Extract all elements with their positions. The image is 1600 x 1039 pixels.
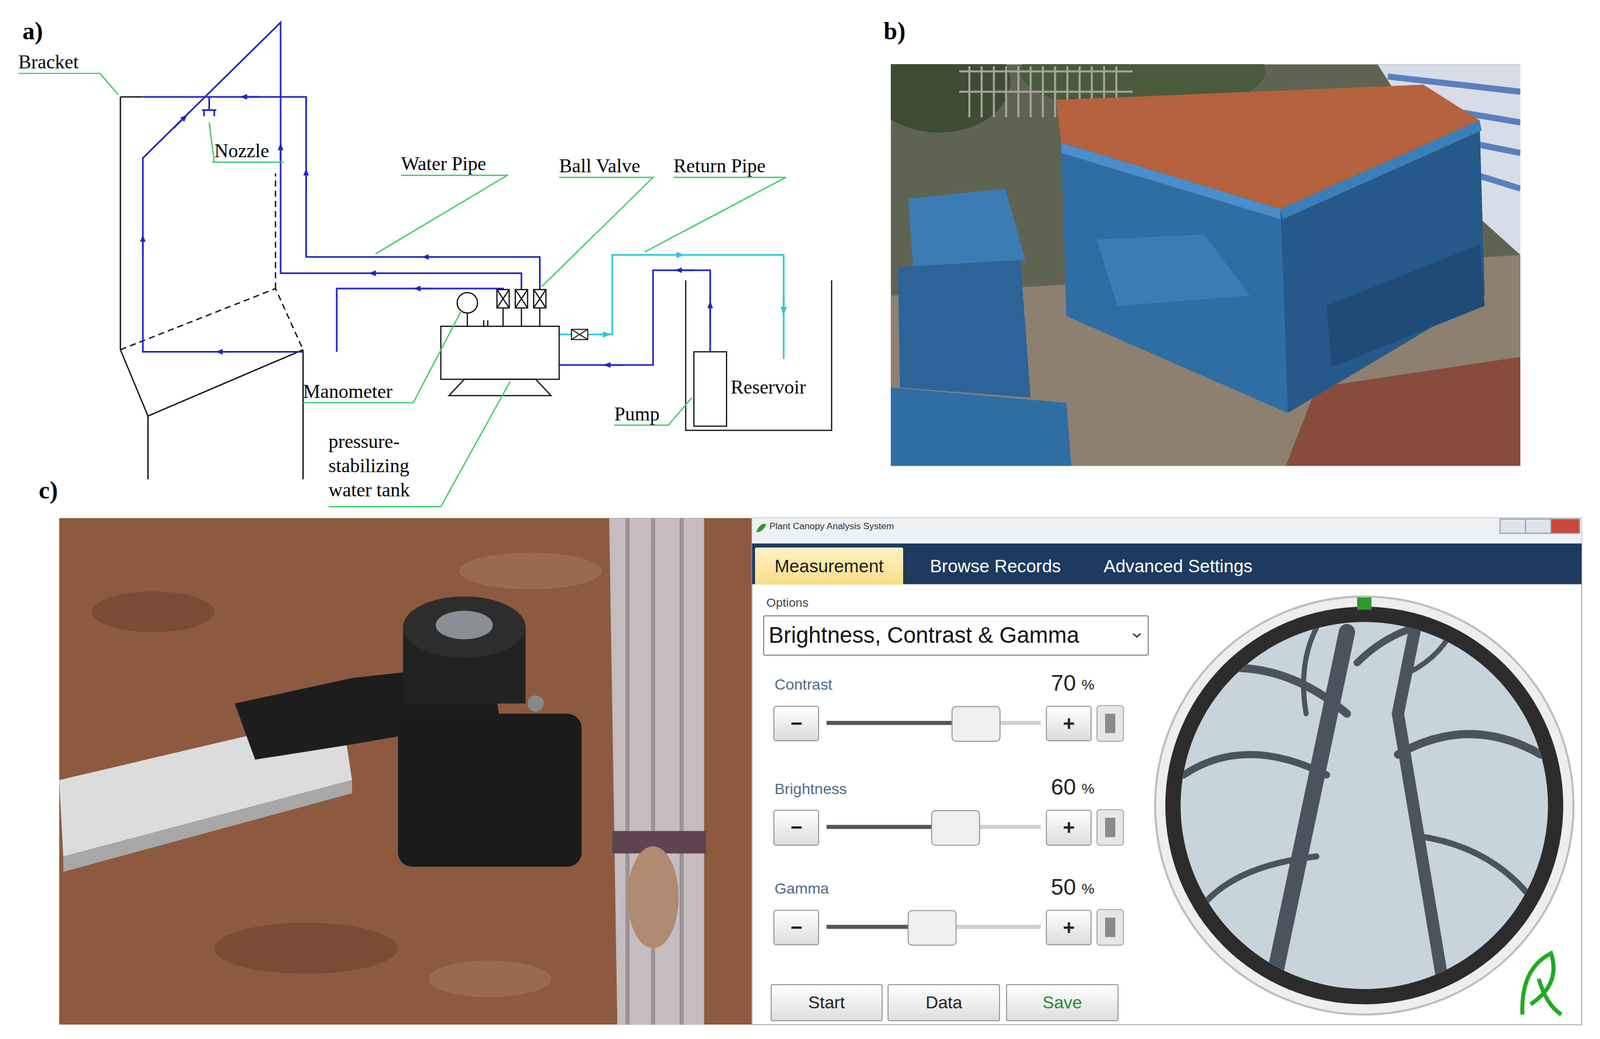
node-text: +: [1063, 916, 1075, 940]
slider-name: Brightness: [774, 780, 847, 798]
unit-sign: %: [1081, 676, 1095, 694]
slider-value: 50: [1051, 874, 1077, 900]
part-label: Water Pipe: [401, 152, 487, 175]
unit-sign: %: [1081, 780, 1095, 798]
panel-letter: a): [22, 16, 44, 47]
field-caption: Options: [766, 595, 809, 611]
node-text: Save: [1042, 993, 1082, 1013]
camera-photo: [59, 518, 753, 1025]
slider-value: 50: [1051, 873, 1077, 902]
slider-value: 60: [1051, 773, 1077, 802]
plus-button: +: [1045, 809, 1092, 846]
panel-letter: a): [22, 17, 44, 45]
node-text: −: [790, 712, 803, 736]
part-label: Pump: [614, 403, 660, 425]
app-window: [751, 518, 1582, 1025]
minus-button: −: [773, 910, 820, 946]
sliders: [826, 706, 1124, 946]
tank-and-valves: [441, 289, 560, 396]
part-label: Return Pipe: [673, 154, 766, 179]
part-label: Water Pipe: [401, 151, 487, 177]
part-label: Nozzle: [214, 140, 270, 162]
selected-tab: Measurement: [755, 547, 904, 585]
node-text: +: [1063, 816, 1075, 840]
plus-button: +: [1045, 706, 1092, 742]
slider-name: Brightness: [774, 779, 847, 800]
node-text: Data: [925, 993, 963, 1013]
unit-sign: %: [1081, 676, 1095, 695]
part-label: Bracket: [18, 50, 79, 75]
dropdown-box: Brightness, Contrast & Gamma: [763, 615, 1149, 657]
slider-value: 70: [1051, 669, 1077, 698]
action-button: Data: [887, 984, 1000, 1022]
slider-value: 70: [1051, 670, 1077, 696]
app-window: Plant Canopy Analysis SystemMeasurementB…: [751, 518, 1582, 1026]
part-label: Pump: [614, 402, 660, 427]
field-caption: Options: [766, 595, 809, 610]
node-text: Measurement: [774, 556, 884, 577]
plus-button: +: [1045, 910, 1092, 946]
water-pipes: [142, 22, 710, 366]
soil-bin-photo: [890, 64, 1521, 466]
panel-letter: c): [38, 476, 58, 505]
part-label: pressure-stabilizing water tank: [328, 429, 446, 503]
action-button: Save: [1005, 984, 1119, 1022]
part-label: Nozzle: [214, 138, 270, 164]
panel-letter: b): [883, 17, 906, 45]
menu-tab: Browse Records: [911, 547, 1080, 585]
menu-tab: Advanced Settings: [1083, 547, 1273, 585]
app-logo: [1522, 953, 1562, 1016]
slider-name: Contrast: [774, 675, 833, 695]
dropdown-caret: [1131, 631, 1143, 640]
unit-sign: %: [1081, 881, 1095, 898]
slider-name: Gamma: [774, 879, 829, 898]
unit-sign: %: [1081, 880, 1095, 899]
node-text: Plant Canopy Analysis System: [769, 521, 894, 532]
return-pipe: [559, 255, 784, 360]
part-label: Bracket: [18, 51, 79, 73]
slider-value: 60: [1051, 774, 1077, 800]
node-text: −: [790, 916, 803, 940]
node-text: Start: [808, 993, 845, 1013]
slider-name: Gamma: [774, 879, 829, 899]
panel-letter: c): [38, 475, 58, 507]
action-button: Start: [770, 984, 883, 1022]
part-label: Ball Valve: [559, 155, 640, 177]
flow-arrows: [142, 96, 710, 366]
part-label: Manometer: [303, 379, 393, 404]
part-label: Reservoir: [730, 376, 807, 398]
leader-lines: [18, 73, 786, 507]
part-label: Ball Valve: [559, 154, 640, 179]
part-label: Return Pipe: [673, 155, 766, 177]
minus-button: −: [773, 809, 820, 846]
pump-reservoir: [685, 280, 832, 431]
node-text: Brightness, Contrast & Gamma: [768, 622, 1080, 649]
slider-name: Contrast: [774, 675, 833, 694]
unit-sign: %: [1081, 780, 1095, 799]
node-text: −: [790, 816, 803, 840]
part-label: pressure-stabilizing water tank: [328, 430, 410, 501]
part-label: Manometer: [303, 380, 393, 403]
panel-letter: b): [883, 16, 906, 47]
node-text: Browse Records: [930, 556, 1061, 577]
canopy-preview: [1155, 596, 1574, 1020]
node-text: Advanced Settings: [1103, 556, 1253, 577]
minus-button: −: [773, 706, 820, 742]
part-label: Reservoir: [730, 375, 807, 400]
node-text: +: [1063, 712, 1075, 736]
